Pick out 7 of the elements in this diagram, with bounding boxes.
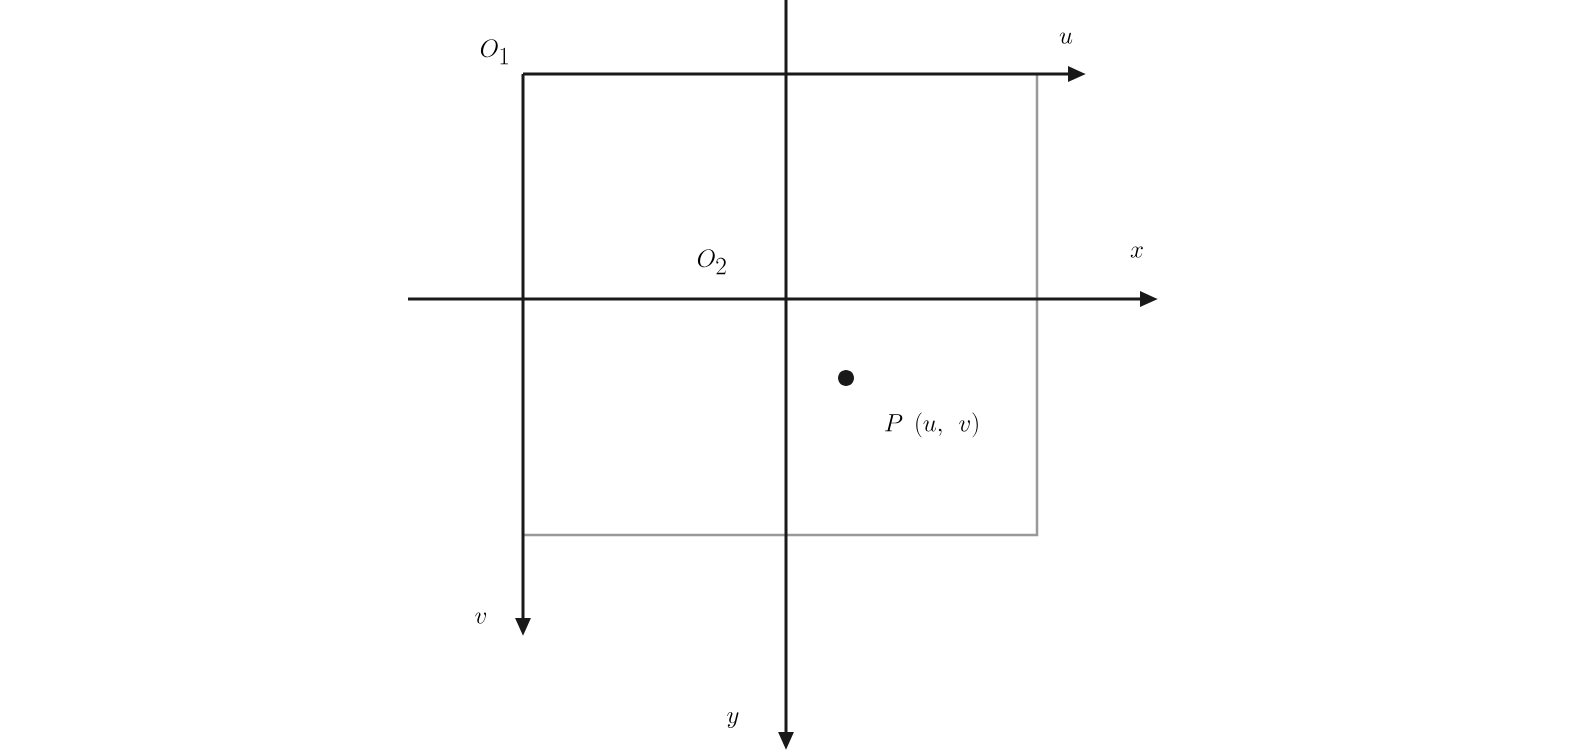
point-label: $P\ (u,\ v)$: [885, 412, 978, 438]
axis-label: $x$: [1130, 246, 1143, 258]
axis-label: $v$: [475, 612, 487, 624]
origin-label: $O_1$: [480, 39, 508, 65]
axis-label: $y$: [727, 712, 739, 729]
origin-label: $O_2$: [697, 249, 726, 275]
axis-label: $u$: [1059, 32, 1073, 44]
